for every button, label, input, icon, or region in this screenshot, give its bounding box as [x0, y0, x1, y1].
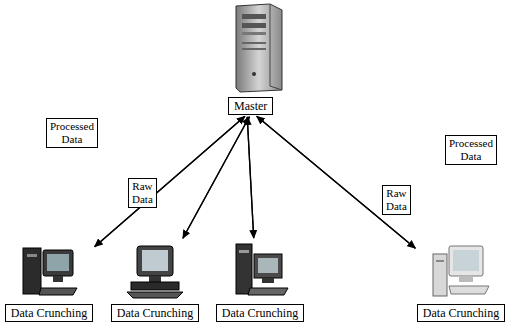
- edge-label: Processed Data: [46, 118, 98, 148]
- label-box: Master: [228, 97, 273, 115]
- data-arrow: [95, 116, 245, 246]
- edge-label: Raw Data: [382, 185, 411, 215]
- data-arrow: [257, 116, 416, 248]
- worker-node: Data Crunching: [216, 240, 304, 322]
- worker-node: Data Crunching: [417, 240, 505, 322]
- data-arrow: [183, 117, 249, 238]
- computer-icon: [429, 240, 493, 300]
- master-node: Master: [228, 97, 273, 115]
- computer-icon: [228, 240, 292, 300]
- computer-icon: [17, 240, 81, 300]
- node-text: Data Crunching: [11, 306, 87, 320]
- data-arrow: [183, 117, 249, 238]
- data-arrow: [257, 116, 416, 248]
- label-box: Data Crunching: [417, 304, 505, 322]
- computer-icon: [123, 240, 187, 300]
- label-box: Data Crunching: [216, 304, 304, 322]
- worker-node: Data Crunching: [111, 240, 199, 322]
- data-arrow: [247, 117, 253, 238]
- node-text: Data Crunching: [423, 306, 499, 320]
- node-text: Data Crunching: [222, 306, 298, 320]
- server-icon: [226, 2, 286, 94]
- data-arrow: [95, 116, 245, 246]
- node-text: Data Crunching: [117, 306, 193, 320]
- node-text: Master: [234, 99, 267, 113]
- edge-label: Raw Data: [128, 178, 157, 208]
- worker-node: Data Crunching: [5, 240, 93, 322]
- edge-label: Processed Data: [445, 135, 497, 165]
- label-box: Data Crunching: [111, 304, 199, 322]
- label-box: Data Crunching: [5, 304, 93, 322]
- data-arrow: [247, 117, 253, 238]
